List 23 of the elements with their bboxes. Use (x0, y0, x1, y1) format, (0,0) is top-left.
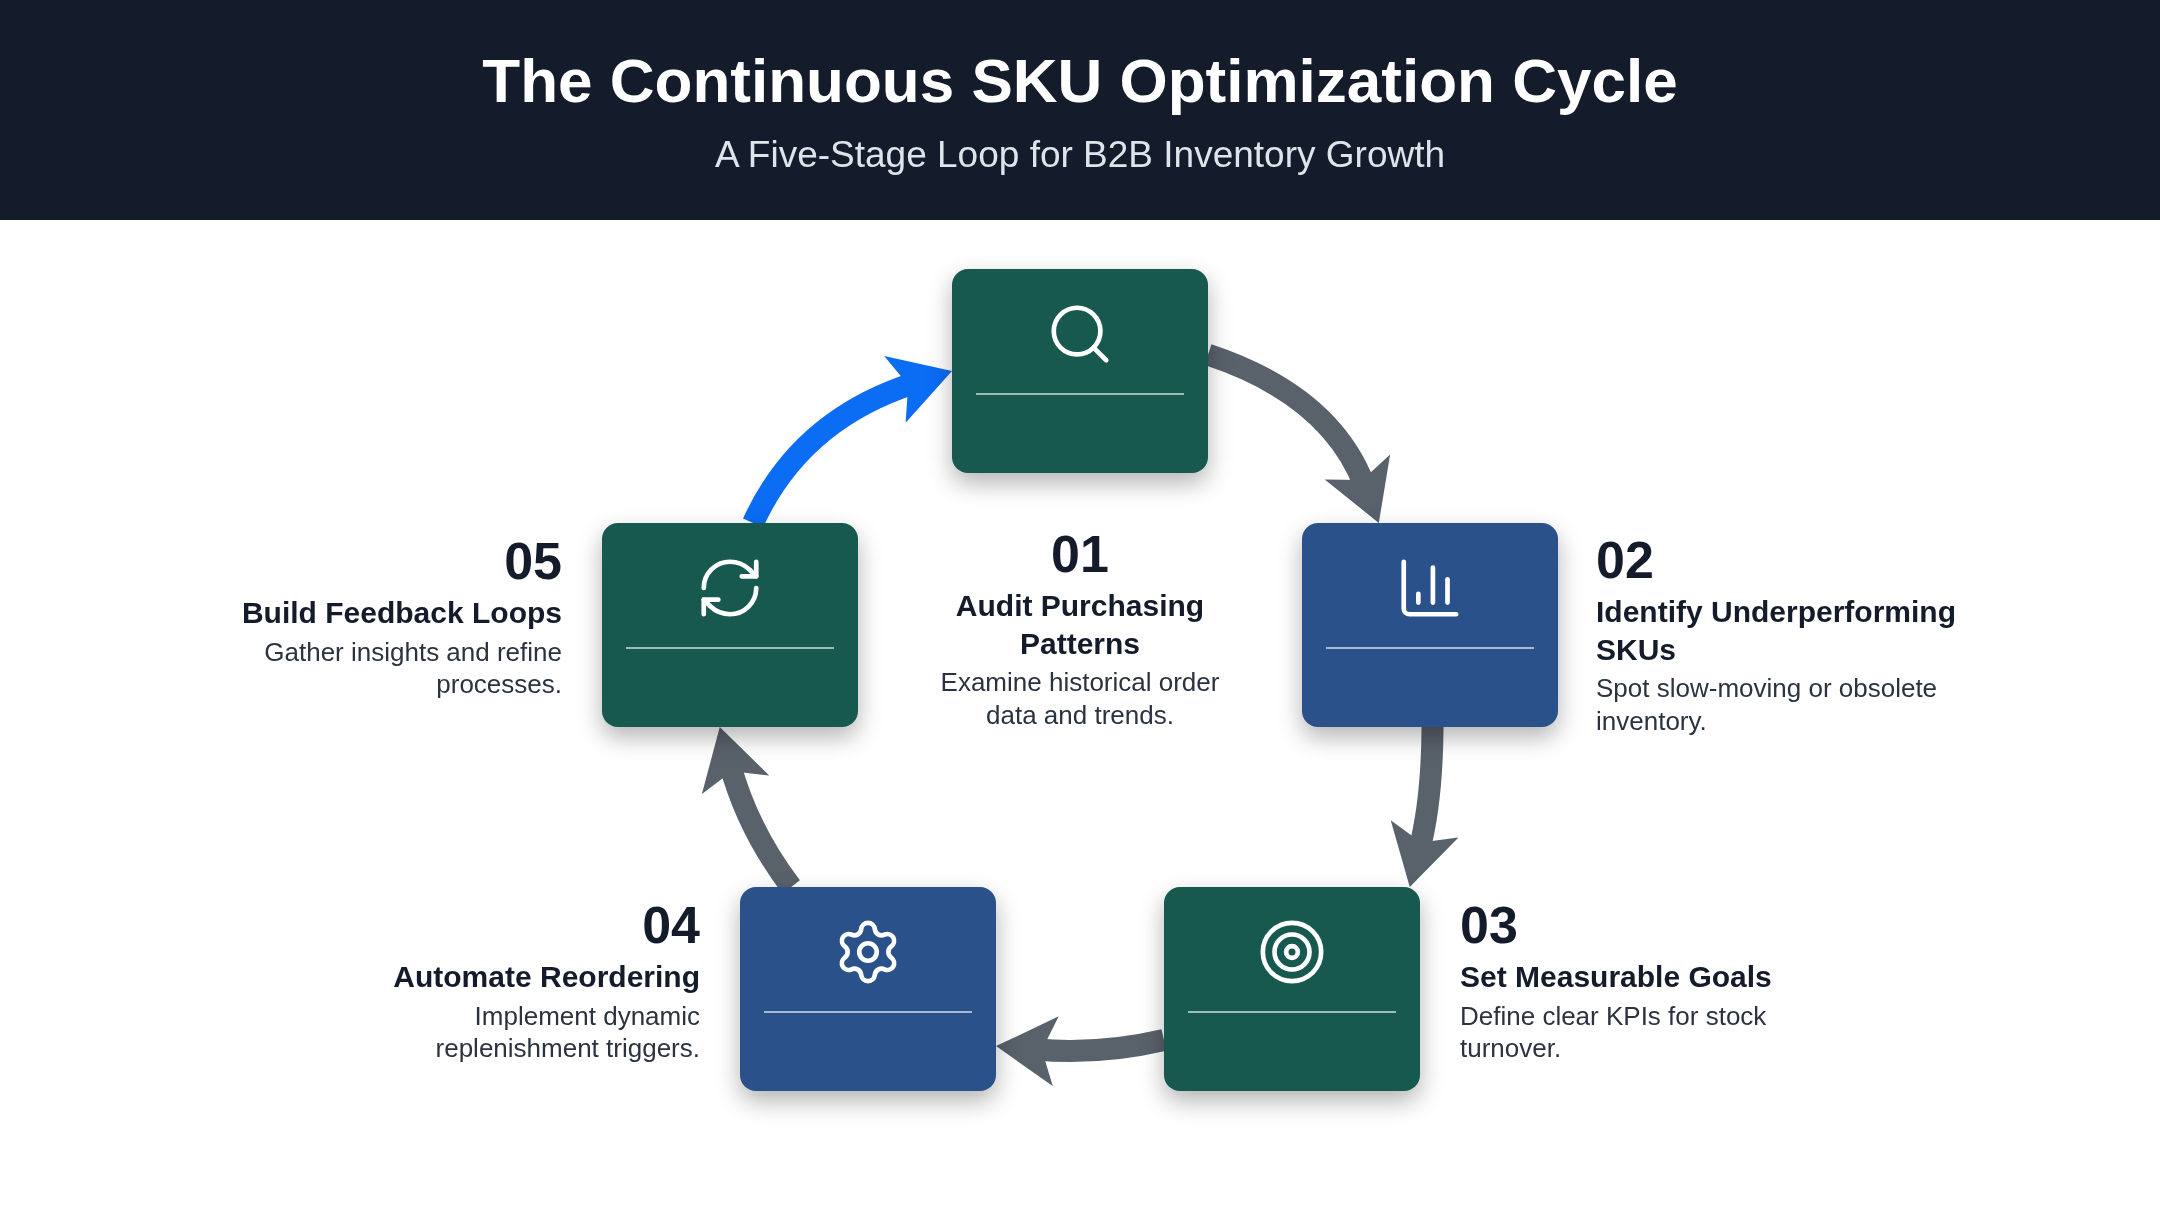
step-title: Identify Underperforming SKUs (1596, 594, 1957, 668)
step-title: Set Measurable Goals (1460, 959, 1773, 995)
title: The Continuous SKU Optimization Cycle (482, 45, 1678, 118)
step-description: Define clear KPIs for stock turnover. (1460, 999, 1768, 1065)
step-title: Build Feedback Loops (240, 595, 562, 631)
step-box (602, 523, 858, 727)
step-box (1302, 523, 1558, 727)
step-description: Examine historical order data and trends. (939, 666, 1221, 731)
subtitle: A Five-Stage Loop for B2B Inventory Growth (714, 132, 1446, 177)
step-box (1164, 887, 1420, 1091)
step-description: Implement dynamic replenishment triggers. (434, 999, 700, 1065)
number: 01 (1050, 524, 1110, 585)
number: 03 (1460, 895, 1519, 956)
step-box (952, 269, 1208, 473)
number: 04 (641, 895, 700, 956)
step-box (740, 887, 996, 1091)
step-title: Audit Purchasing Patterns (954, 588, 1206, 662)
number: 05 (503, 531, 562, 592)
step-description: Gather insights and refine processes. (263, 635, 562, 701)
step-description: Spot slow-moving or obsolete inventory. (1596, 672, 1939, 737)
curved-arrow (1390, 726, 1459, 888)
step-title: Automate Reordering (392, 959, 700, 995)
number: 02 (1596, 530, 1655, 591)
